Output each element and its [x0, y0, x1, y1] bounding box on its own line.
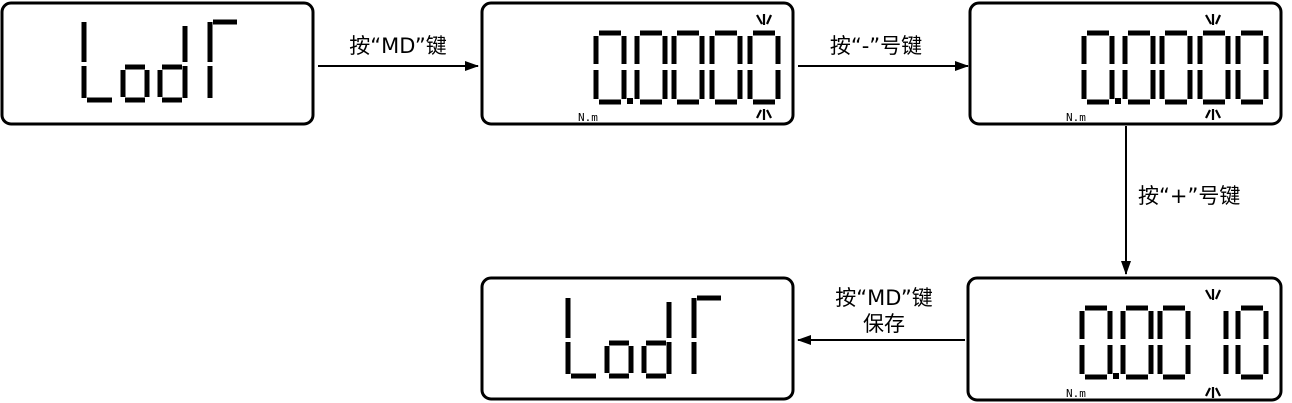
digit-3 [1197, 30, 1231, 105]
arrow-step-1: 按“MD”键 [318, 34, 479, 71]
arrow-step-3: 按“+”号键 [1121, 126, 1240, 275]
arrow-label-1: 按“MD”键 [349, 34, 446, 58]
digit-3 [709, 30, 743, 105]
digit-4 [1235, 30, 1269, 105]
unit-label: N.m [1066, 387, 1086, 400]
arrow-label-2: 按“-”号键 [830, 34, 922, 58]
digit-4 [1235, 305, 1269, 380]
digit-1 [1122, 30, 1156, 105]
lcd-digits [1081, 30, 1269, 105]
lcd-step-1 [0, 1, 315, 126]
digit-0 [1079, 305, 1113, 380]
digit-0 [1081, 30, 1115, 105]
blink-indicator-bottom [1205, 109, 1221, 120]
digit-1 [1120, 305, 1154, 380]
lcd-text-lod [565, 295, 721, 379]
digit-2 [1157, 305, 1191, 380]
digit-2 [1159, 30, 1193, 105]
arrow-label-4-line1: 按“MD”键 [835, 286, 932, 310]
digit-4 [747, 30, 781, 105]
arrow-label-4-line2: 保存 [863, 312, 905, 336]
digit-1 [634, 30, 668, 105]
blink-indicator-bottom [1205, 387, 1221, 398]
blink-indicator-top [1205, 289, 1222, 300]
lcd-step-3: N.m [968, 1, 1283, 126]
unit-label: N.m [1066, 111, 1086, 124]
blink-indicator-top [1205, 14, 1222, 25]
lcd-step-4: N.m [966, 276, 1283, 402]
blink-indicator-top [756, 14, 773, 25]
lcd-digits [593, 30, 781, 105]
digit-0 [593, 30, 627, 105]
blink-indicator-bottom [756, 109, 772, 120]
unit-label: N.m [578, 111, 598, 124]
lcd-digits [1079, 305, 1269, 380]
digit-2 [671, 30, 705, 105]
lcd-text-lod [81, 19, 237, 103]
arrow-step-2: 按“-”号键 [798, 34, 969, 71]
lcd-step-5 [480, 276, 795, 401]
arrow-label-3: 按“+”号键 [1138, 184, 1240, 208]
arrow-step-4: 按“MD”键 保存 [797, 286, 965, 345]
lcd-step-2: N.m [480, 1, 795, 126]
